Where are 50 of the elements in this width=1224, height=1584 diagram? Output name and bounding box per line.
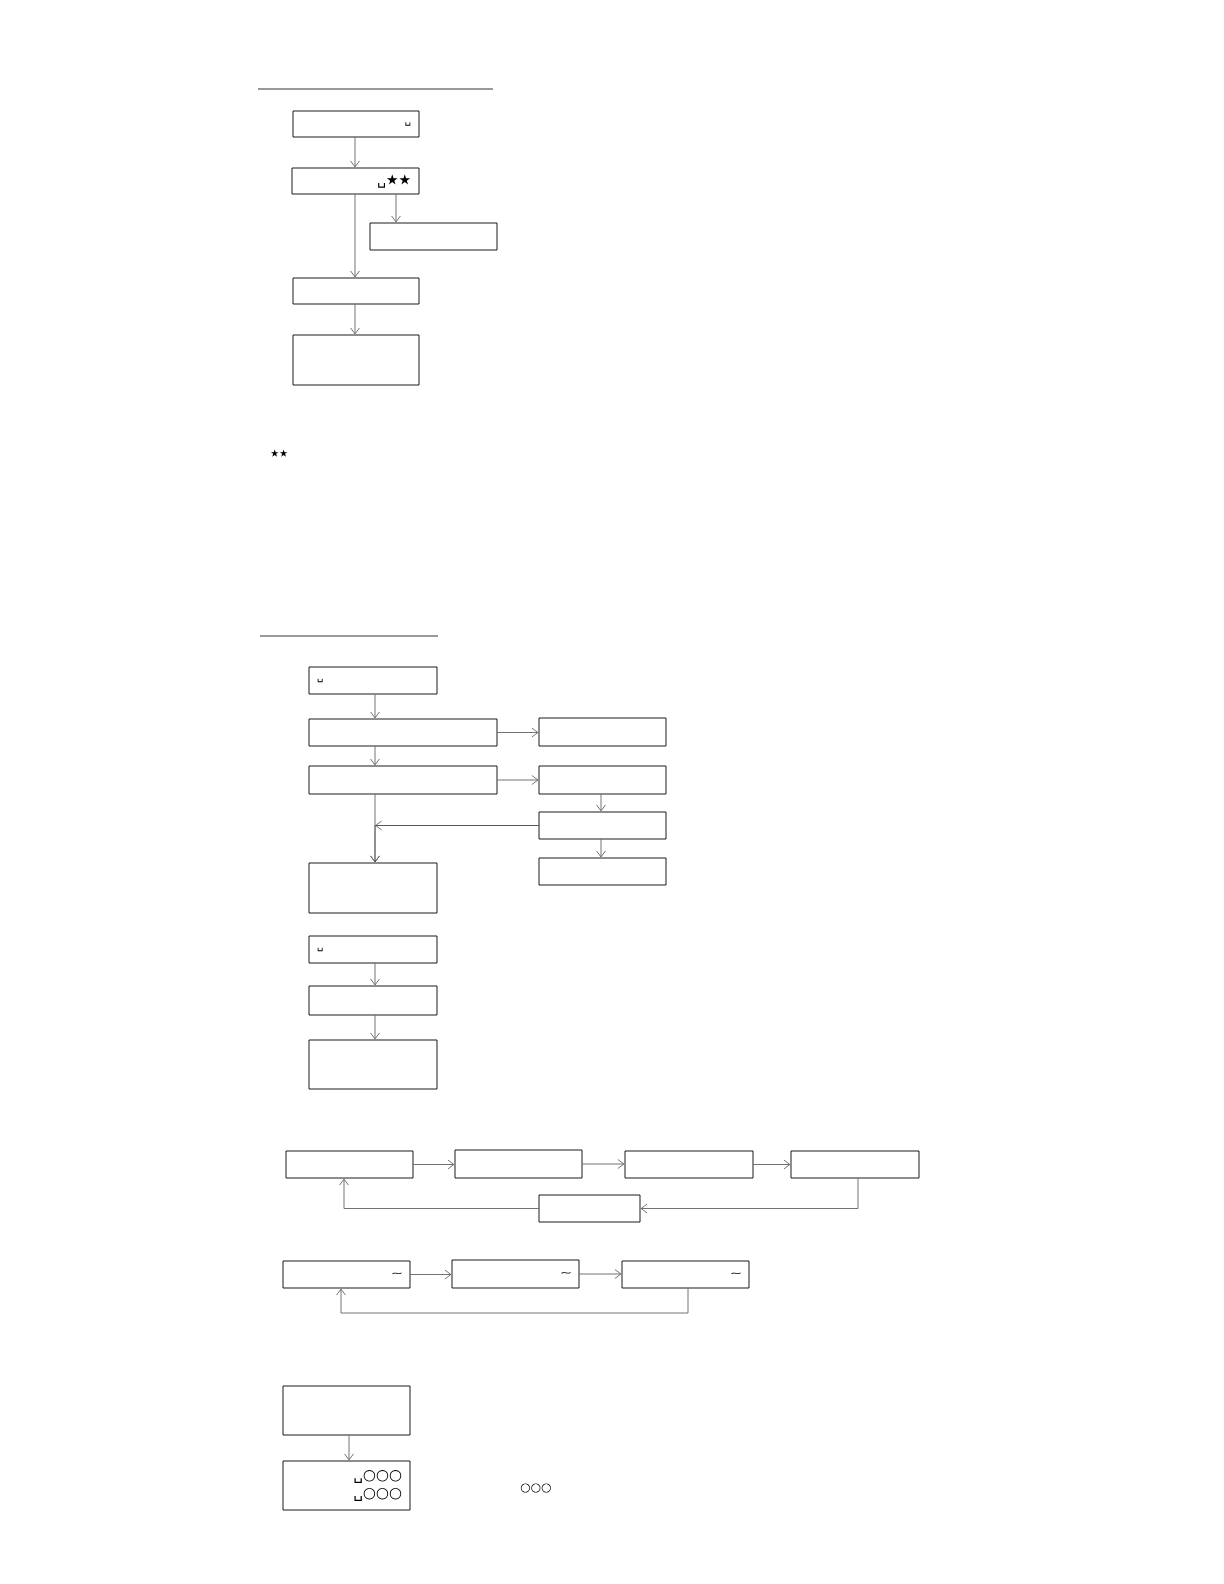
process-box bbox=[308, 765, 498, 795]
arrow bbox=[582, 1159, 625, 1169]
arrow bbox=[596, 794, 606, 812]
process-box bbox=[292, 277, 420, 305]
symbol-text: ○○○ bbox=[520, 1483, 551, 1493]
arrow bbox=[336, 1288, 689, 1314]
arrow bbox=[370, 963, 380, 986]
arrow bbox=[391, 194, 401, 223]
process-box bbox=[282, 1385, 411, 1436]
arrow bbox=[410, 1269, 452, 1280]
process-box: ␣ bbox=[308, 666, 438, 695]
footnote-symbol: ★★ bbox=[270, 449, 288, 457]
process-box bbox=[292, 334, 420, 386]
process-box bbox=[538, 811, 667, 840]
process-box: ␣○○○ ␣○○○ bbox=[282, 1460, 411, 1511]
arrow bbox=[350, 304, 360, 335]
process-box: ⁓ bbox=[282, 1260, 411, 1289]
arrow bbox=[413, 1159, 455, 1170]
arrow bbox=[370, 694, 380, 719]
arrow bbox=[344, 1435, 354, 1461]
process-box: ␣ bbox=[292, 110, 420, 138]
process-box bbox=[308, 1039, 438, 1090]
process-box: ␣ bbox=[308, 935, 438, 964]
arrow bbox=[370, 746, 380, 766]
process-box bbox=[454, 1149, 583, 1179]
arrow bbox=[350, 137, 360, 168]
process-box bbox=[624, 1150, 754, 1179]
process-box bbox=[285, 1150, 414, 1179]
process-box bbox=[538, 717, 667, 747]
process-box: ⁓ bbox=[621, 1260, 750, 1289]
arrow bbox=[596, 839, 606, 858]
arrow bbox=[339, 1178, 539, 1209]
process-box bbox=[369, 222, 498, 251]
process-box bbox=[308, 985, 438, 1016]
arrow bbox=[350, 194, 360, 278]
process-box bbox=[538, 857, 667, 886]
arrow bbox=[579, 1269, 622, 1279]
process-box bbox=[538, 765, 667, 795]
process-box: ⁓ bbox=[451, 1259, 580, 1289]
arrow bbox=[370, 820, 539, 863]
process-box bbox=[308, 862, 438, 914]
arrow bbox=[753, 1159, 791, 1170]
process-box bbox=[538, 1194, 641, 1223]
arrow bbox=[497, 775, 539, 785]
arrow bbox=[497, 727, 539, 738]
arrow bbox=[640, 1178, 859, 1214]
arrow bbox=[370, 1015, 380, 1040]
process-box bbox=[308, 718, 498, 747]
process-box bbox=[790, 1150, 920, 1179]
process-box: ␣★★ bbox=[291, 167, 420, 195]
